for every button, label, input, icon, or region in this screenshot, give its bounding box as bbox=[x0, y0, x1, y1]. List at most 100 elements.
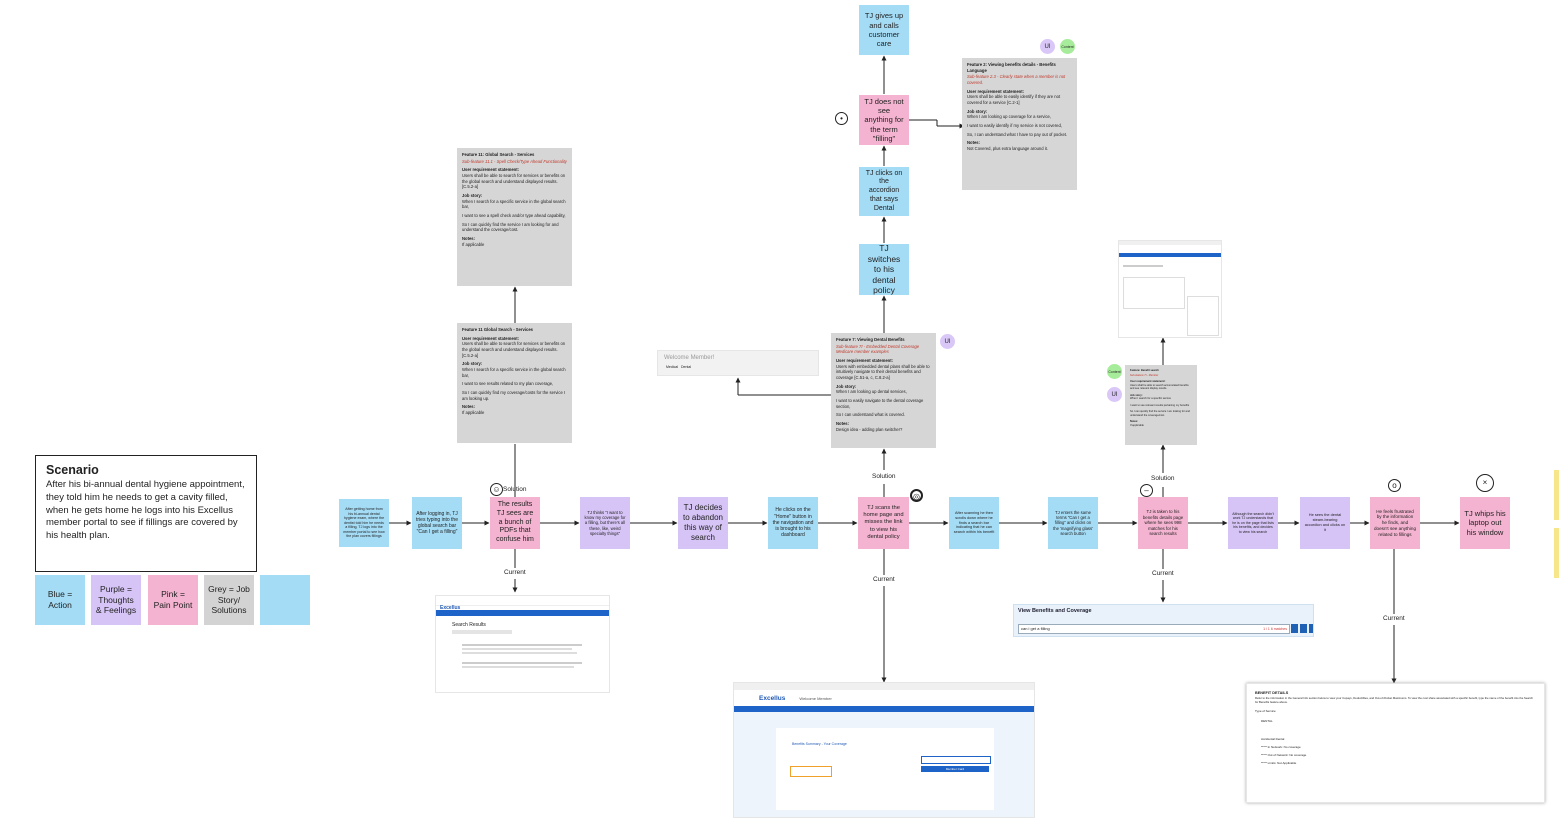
offscreen-sticky-note bbox=[1554, 528, 1559, 578]
ui-badge: UI bbox=[1040, 39, 1055, 54]
note-heading: Notes: bbox=[967, 140, 981, 146]
note-text: Users shall be able to easily identify i… bbox=[967, 94, 1061, 106]
note-subtitle: Sub-feature 11.1 - Spell Check/Type Ahea… bbox=[462, 158, 567, 164]
search-next-button[interactable] bbox=[1300, 624, 1307, 633]
job-story-note-not-covered: Feature 2: Viewing benefits details - Be… bbox=[962, 58, 1077, 190]
tab-dental: Dental bbox=[680, 365, 692, 369]
tab-medical: Medical bbox=[666, 365, 679, 369]
note-text: Users shall be able to search for servic… bbox=[462, 173, 566, 190]
step-text: TJ whips his laptop out his window bbox=[1464, 508, 1506, 537]
note-heading: Notes: bbox=[462, 236, 476, 242]
legend-label: Pink = Pain Point bbox=[153, 589, 193, 610]
step-text: He clicks on the "Home" button in the na… bbox=[772, 507, 814, 539]
step-text: After getting home from his bi-annual de… bbox=[343, 507, 385, 539]
mini-nav-bar bbox=[1119, 253, 1221, 257]
note-heading: Notes: bbox=[1130, 420, 1139, 423]
scenario-text: After his bi-annual dental hygiene appoi… bbox=[46, 479, 245, 542]
result-line bbox=[462, 644, 582, 646]
step-10-benefit-details: TJ is taken to his benefits details page… bbox=[1138, 497, 1188, 549]
job-story-note-benefit-search: Feature: Benefit search Sub-feature 7I -… bbox=[1125, 365, 1197, 445]
search-match-count: 1 / 1 6 matches bbox=[1263, 626, 1287, 631]
step-clicks-dental: TJ clicks on the accordion that says Den… bbox=[859, 167, 909, 216]
result-line bbox=[462, 652, 577, 654]
step-6-home: He clicks on the "Home" button in the na… bbox=[768, 497, 818, 549]
note-heading: User requirement statement: bbox=[462, 167, 520, 173]
search-prev-button[interactable] bbox=[1291, 624, 1298, 633]
portal-card: Benefits Summary - Your Coverage Member … bbox=[776, 728, 994, 810]
note-title: Feature: Benefit search bbox=[1130, 369, 1159, 372]
step-text: TJ gives up and calls customer care bbox=[864, 11, 904, 49]
benefit-details-intro: Refer to the information in the General … bbox=[1255, 696, 1533, 704]
note-heading: Job story: bbox=[1130, 393, 1143, 397]
legend-label: Grey = Job Story/ Solutions bbox=[208, 584, 250, 616]
benefit-type-label: Type of Service bbox=[1255, 708, 1276, 713]
note-title: Feature 11: Global Search - Services bbox=[462, 152, 535, 157]
step-text: Although the search didn't work TJ under… bbox=[1232, 511, 1274, 534]
step-14-laptop: TJ whips his laptop out his window bbox=[1460, 497, 1510, 549]
results-search-field[interactable] bbox=[452, 630, 512, 634]
mini-plan-card bbox=[1123, 277, 1185, 309]
note-text: Not Covered, plus extra language around … bbox=[967, 146, 1049, 152]
note-text: I want to easily identify if my service … bbox=[967, 123, 1062, 129]
highlighted-plan-link[interactable] bbox=[790, 766, 832, 777]
benefits-search-input[interactable]: can i get a filling 1 / 1 6 matches bbox=[1018, 624, 1290, 634]
note-text: So I can quickly find my coverage/costs … bbox=[462, 390, 566, 401]
note-title: Feature 2: Viewing benefits details - Be… bbox=[967, 62, 1056, 73]
legend-label: Blue = Action bbox=[47, 589, 73, 610]
step-no-filling: TJ does not see anything for the term "f… bbox=[859, 95, 909, 145]
mini-sidebar bbox=[1187, 296, 1219, 336]
content-badge: Content bbox=[1107, 364, 1122, 379]
step-1-login: After getting home from his bi-annual de… bbox=[339, 499, 389, 547]
note-text: So I can understand what is covered. bbox=[836, 412, 905, 418]
search-close-button[interactable] bbox=[1309, 624, 1313, 633]
note-heading: User requirement statement: bbox=[967, 88, 1025, 94]
benefits-summary-link[interactable]: Benefits Summary - Your Coverage bbox=[792, 742, 847, 746]
note-heading: Job story: bbox=[462, 361, 483, 367]
neutral-face-icon: • bbox=[835, 112, 848, 125]
step-4-thinks: TJ thinks "I want to know my coverage fo… bbox=[580, 497, 630, 549]
dental-category[interactable]: DENTAL bbox=[1261, 718, 1273, 723]
mini-header bbox=[1119, 245, 1221, 253]
step-8-scroll: After scanning he then scrolls down wher… bbox=[949, 497, 999, 549]
step-3-pdf-results: The results TJ sees are a bunch of PDFs … bbox=[490, 497, 540, 549]
note-heading: Job story: bbox=[462, 193, 483, 199]
angry-face-icon: × bbox=[1476, 474, 1494, 492]
note-text: Users with embedded dental plans shall b… bbox=[836, 363, 930, 381]
result-line bbox=[462, 666, 574, 668]
mini-utility-bar bbox=[1119, 241, 1221, 245]
step-2-global-search: After logging in, TJ tries typing into t… bbox=[412, 497, 462, 549]
step-text: TJ is taken to his benefits details page… bbox=[1142, 509, 1184, 537]
step-13-frustrated: He feels frustrated by the information h… bbox=[1370, 497, 1420, 549]
portal-header: Excellus Welcome Member bbox=[734, 690, 1034, 706]
note-text: So, I can understand what I have to pay … bbox=[967, 131, 1068, 137]
note-text: I want to see results related to my plan… bbox=[462, 381, 554, 387]
note-text: Users shall be able to search accumulate… bbox=[1130, 383, 1189, 391]
portal-nav-bar bbox=[734, 706, 1034, 712]
step-text: TJ clicks on the accordion that says Den… bbox=[865, 169, 903, 212]
note-text: Design idea - adding plan switcher? bbox=[836, 426, 903, 432]
note-text: If applicable bbox=[462, 410, 485, 416]
benefit-item: ***** Limits: Not Applicable bbox=[1261, 760, 1297, 765]
unamused-face-icon: – bbox=[1140, 484, 1153, 497]
note-text: When I am looking up coverage for a serv… bbox=[967, 114, 1052, 120]
note-text: I want to see a spell check and/or type … bbox=[462, 213, 566, 219]
legend-grey-solutions: Grey = Job Story/ Solutions bbox=[204, 575, 254, 625]
note-subtitle: Sub-feature 2.3 - Clearly state when a m… bbox=[967, 74, 1066, 86]
result-line bbox=[462, 662, 582, 664]
member-card-button[interactable]: Member Card bbox=[921, 766, 989, 772]
portal-dashboard-screenshot: Excellus Welcome Member Benefits Summary… bbox=[733, 682, 1035, 818]
current-label: Current bbox=[504, 569, 526, 576]
search-results-screenshot: Excellus Search Results bbox=[435, 595, 610, 693]
plan-switcher[interactable] bbox=[921, 756, 991, 764]
content-badge: Content bbox=[1060, 39, 1075, 54]
step-7-scans-home: TJ scans the home page and misses the li… bbox=[858, 497, 909, 549]
note-heading: User requirement statement: bbox=[462, 335, 520, 341]
brand-logo: Excellus bbox=[440, 605, 461, 611]
shocked-face-icon: o bbox=[1388, 479, 1401, 492]
solution-label: Solution bbox=[503, 486, 527, 493]
search-query-text: can i get a filling bbox=[1021, 626, 1050, 631]
note-heading: User requirement statement: bbox=[1130, 380, 1166, 383]
step-text: He sees the dental steam-bearing accordi… bbox=[1304, 512, 1346, 532]
note-subtitle: Sub-feature 7I - Member bbox=[1130, 373, 1159, 377]
